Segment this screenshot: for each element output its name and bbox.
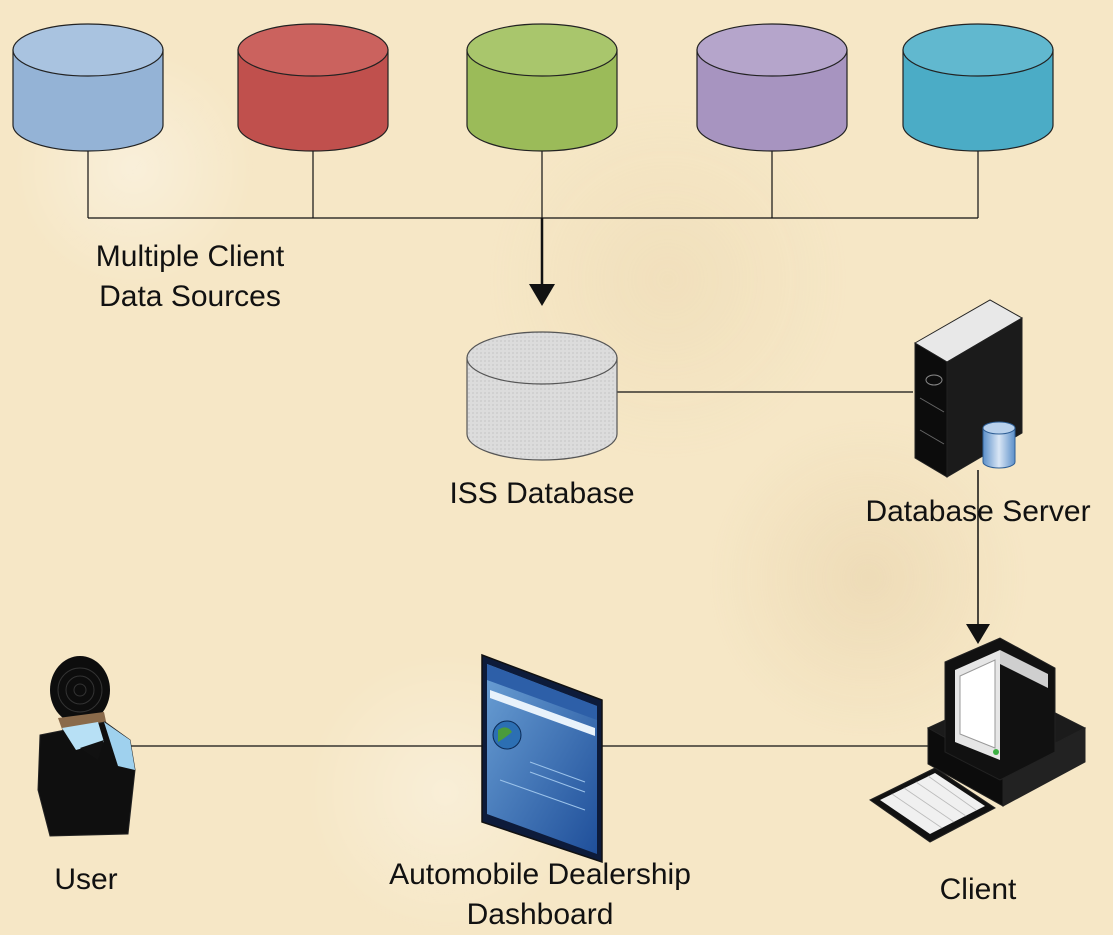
data-sources-label-line1: Multiple Client — [95, 240, 285, 273]
data-source-teal-icon — [902, 23, 1054, 152]
dashboard-label: Automobile Dealership Dashboard — [330, 855, 750, 935]
user-label: User — [54, 863, 118, 896]
data-source-blue-icon — [12, 23, 164, 152]
data-source-purple-icon — [696, 23, 848, 152]
client-computer-icon — [869, 637, 1087, 843]
data-source-green-icon — [466, 23, 618, 152]
dashboard-label-line2: Dashboard — [466, 898, 614, 931]
dashboard-label-line1: Automobile Dealership — [389, 858, 691, 891]
user-icon — [37, 656, 136, 837]
data-source-red-icon — [237, 23, 389, 152]
client-label: Client — [939, 873, 1017, 906]
dashboard-icon — [481, 653, 603, 864]
database-server-icon — [914, 299, 1024, 478]
data-sources-label-line2: Data Sources — [99, 280, 281, 313]
iss-database-label: ISS Database — [449, 477, 635, 510]
data-sources-label: Multiple Client Data Sources — [40, 237, 340, 317]
iss-database-icon — [466, 331, 618, 461]
database-server-label: Database Server — [865, 495, 1091, 528]
